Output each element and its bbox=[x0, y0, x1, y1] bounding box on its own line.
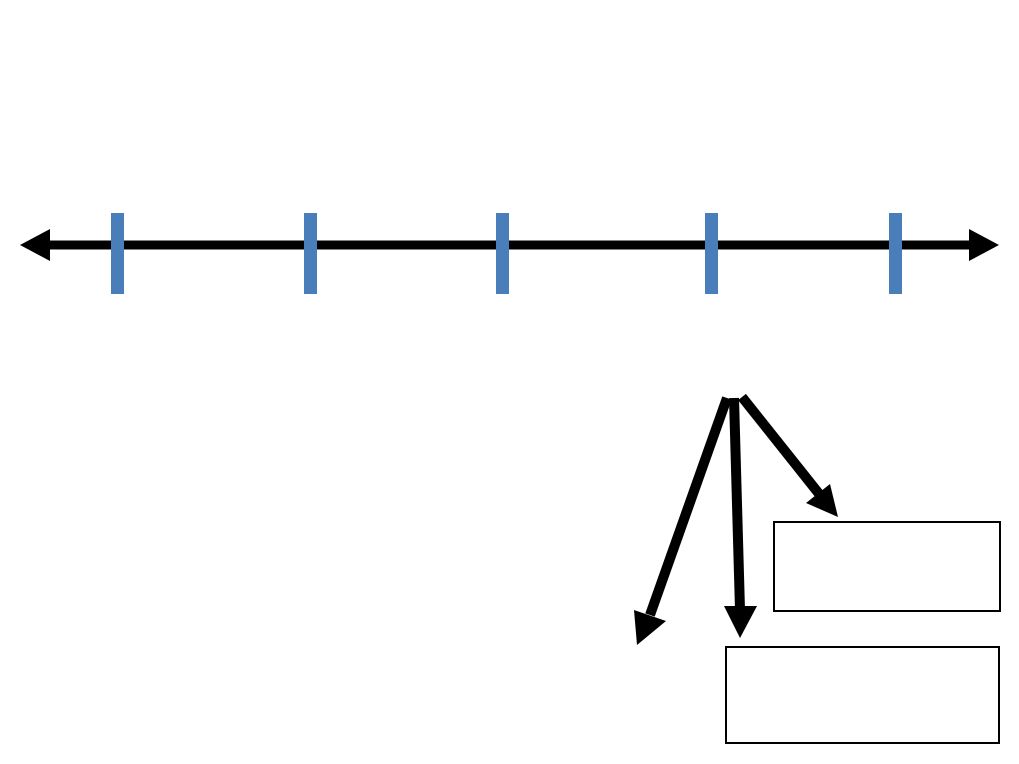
answer-box-upper[interactable] bbox=[773, 521, 1001, 612]
tick-mark-5 bbox=[889, 213, 902, 294]
right-arrowhead-icon bbox=[969, 229, 999, 261]
pointer-arrows bbox=[634, 393, 838, 645]
pointer-arrow-middle-head-icon bbox=[724, 606, 757, 638]
number-line bbox=[20, 213, 999, 294]
pointer-arrow-left-shaft bbox=[645, 396, 732, 617]
answer-boxes bbox=[725, 521, 1001, 744]
pointer-arrow-right-head-icon bbox=[806, 484, 838, 517]
pointer-arrow-left-head-icon bbox=[634, 610, 666, 645]
tick-mark-4 bbox=[705, 213, 718, 294]
tick-mark-3 bbox=[496, 213, 509, 294]
pointer-arrow-middle-shaft bbox=[729, 397, 745, 611]
pointer-arrow-right-shaft bbox=[738, 393, 824, 499]
tick-mark-2 bbox=[304, 213, 317, 294]
left-arrowhead-icon bbox=[20, 229, 50, 261]
answer-box-lower[interactable] bbox=[725, 646, 1000, 744]
tick-mark-1 bbox=[111, 213, 124, 294]
